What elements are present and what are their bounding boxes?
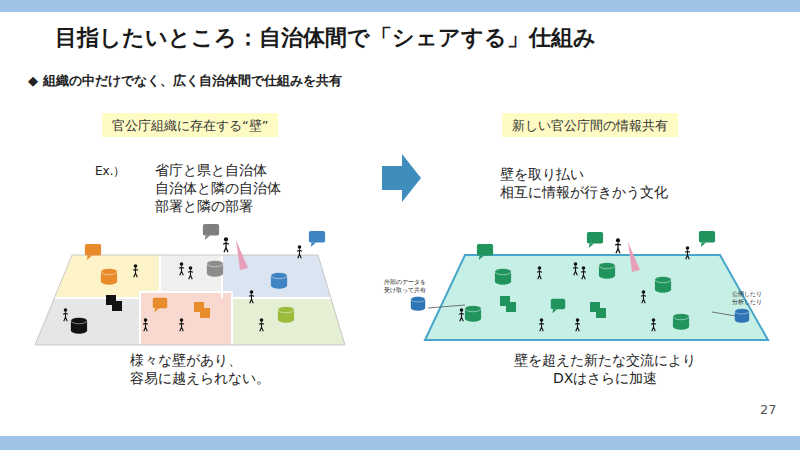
highlight-band: 官公庁組織に存在する“壁” [102, 113, 278, 137]
text-label: 壁を超えた新たな交流により [514, 352, 696, 369]
page-number: 27 [760, 402, 777, 418]
text-label: 容易に越えられない。 [130, 370, 270, 387]
text-label: 外部のデータを [384, 278, 426, 285]
highlight-band: 新しい官公庁間の情報共有 [502, 113, 678, 137]
text-label: 様々な壁があり、 [130, 352, 242, 369]
text-label: 相互に情報が行きかう文化 [500, 184, 668, 201]
text-label: 分析したり [732, 298, 762, 305]
band-text: 官公庁組織に存在する“壁” [112, 118, 268, 133]
text-label: ◆ 組織の中だけでなく、広く自治体間で仕組みを共有 [28, 73, 342, 89]
slide-title: 目指したいところ：自治体間で「シェアする」仕組み [55, 25, 596, 51]
text-label: 部署と隣の部署 [155, 198, 253, 215]
text-label: 壁を取り払い [500, 166, 584, 183]
band-text: 新しい官公庁間の情報共有 [512, 118, 668, 133]
text-label: 自治体と隣の自治体 [155, 180, 281, 197]
text-label: 省庁と県と自治体 [155, 162, 267, 179]
text-label: 受け取って共有 [384, 286, 426, 293]
text-label: 公開したり [732, 290, 762, 297]
text-label: DXはさらに加速 [553, 370, 657, 387]
text-label: Ex.） [95, 164, 126, 178]
